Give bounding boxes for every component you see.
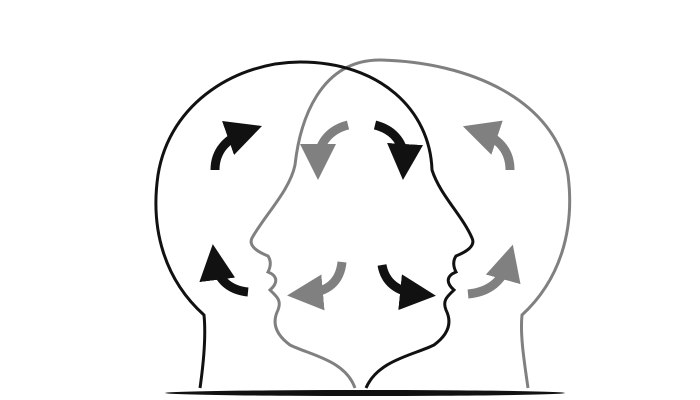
arrow-icon <box>373 120 424 180</box>
arrow-icon <box>377 263 436 311</box>
arrow-icon <box>287 261 347 311</box>
black-head-outline <box>154 60 475 389</box>
arrow-icon <box>199 244 249 297</box>
arrow-icon <box>300 120 350 180</box>
arrow-icon <box>210 121 262 171</box>
arrow-icon <box>467 244 521 299</box>
arrow-icon <box>462 120 515 171</box>
ground-line <box>165 390 565 396</box>
gray-head-outline <box>249 58 572 389</box>
